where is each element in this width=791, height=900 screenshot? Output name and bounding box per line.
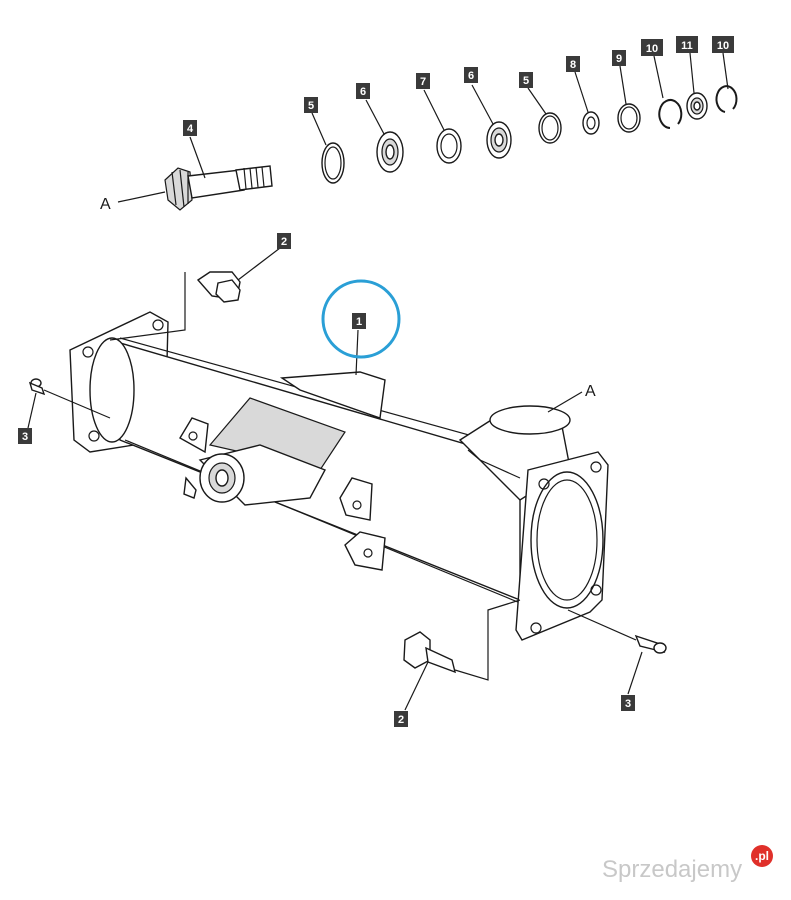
bolt-part-2a bbox=[109, 247, 281, 341]
svg-text:1: 1 bbox=[356, 316, 362, 328]
ring-part-5b bbox=[527, 87, 562, 144]
svg-text:8: 8 bbox=[570, 59, 576, 71]
bearing-part-6b bbox=[471, 84, 512, 159]
svg-text:2: 2 bbox=[281, 236, 287, 248]
svg-text:.pl: .pl bbox=[755, 849, 769, 863]
highlight-circle bbox=[321, 279, 401, 359]
svg-text:3: 3 bbox=[22, 431, 28, 443]
svg-text:4: 4 bbox=[187, 123, 194, 135]
svg-text:6: 6 bbox=[360, 86, 366, 98]
letter-a-housing: A bbox=[585, 383, 596, 400]
watermark-logo: Sprzedajemy .pl bbox=[602, 845, 773, 883]
sleeve-part-7 bbox=[423, 89, 462, 164]
nut-part-8 bbox=[574, 71, 600, 135]
callout-10b: 10 bbox=[712, 36, 734, 53]
bearing-part-6a bbox=[365, 99, 404, 173]
bolt-part-2b bbox=[403, 599, 521, 711]
svg-text:10: 10 bbox=[717, 40, 729, 52]
circlip-part-10b bbox=[715, 52, 738, 113]
small-bearing-part-11 bbox=[686, 52, 708, 120]
callout-10a: 10 bbox=[641, 39, 663, 56]
callout-2a: 2 bbox=[277, 233, 291, 249]
callout-5b: 5 bbox=[519, 72, 533, 88]
callout-4: 4 bbox=[183, 120, 197, 136]
dowel-pin-part-3b bbox=[567, 609, 667, 695]
callout-3a: 3 bbox=[18, 428, 32, 444]
letter-a-shaft: A bbox=[100, 196, 111, 213]
callout-2b: 2 bbox=[394, 711, 408, 727]
callout-3b: 3 bbox=[621, 695, 635, 711]
callout-8: 8 bbox=[566, 56, 580, 72]
svg-text:5: 5 bbox=[308, 100, 314, 112]
callout-6b: 6 bbox=[464, 67, 478, 83]
callout-1: 1 bbox=[352, 313, 366, 329]
callout-11: 11 bbox=[676, 36, 698, 53]
circlip-part-10a bbox=[653, 55, 683, 129]
callout-9: 9 bbox=[612, 50, 626, 66]
callout-5a: 5 bbox=[304, 97, 318, 113]
svg-text:10: 10 bbox=[646, 43, 658, 55]
svg-text:7: 7 bbox=[420, 76, 426, 88]
svg-text:2: 2 bbox=[398, 714, 404, 726]
svg-text:3: 3 bbox=[625, 698, 631, 710]
pinion-shaft-part bbox=[117, 136, 273, 211]
svg-text:5: 5 bbox=[523, 75, 529, 87]
callout-6a: 6 bbox=[356, 83, 370, 99]
svg-text:6: 6 bbox=[468, 70, 474, 82]
callout-7: 7 bbox=[416, 73, 430, 89]
dowel-pin-part-3a bbox=[27, 378, 111, 429]
svg-text:Sprzedajemy: Sprzedajemy bbox=[602, 856, 742, 883]
axle-housing-part bbox=[69, 311, 609, 641]
svg-text:9: 9 bbox=[616, 53, 622, 65]
washer-part-9 bbox=[617, 65, 641, 133]
ring-part-5a bbox=[311, 112, 345, 184]
svg-text:11: 11 bbox=[681, 40, 693, 52]
